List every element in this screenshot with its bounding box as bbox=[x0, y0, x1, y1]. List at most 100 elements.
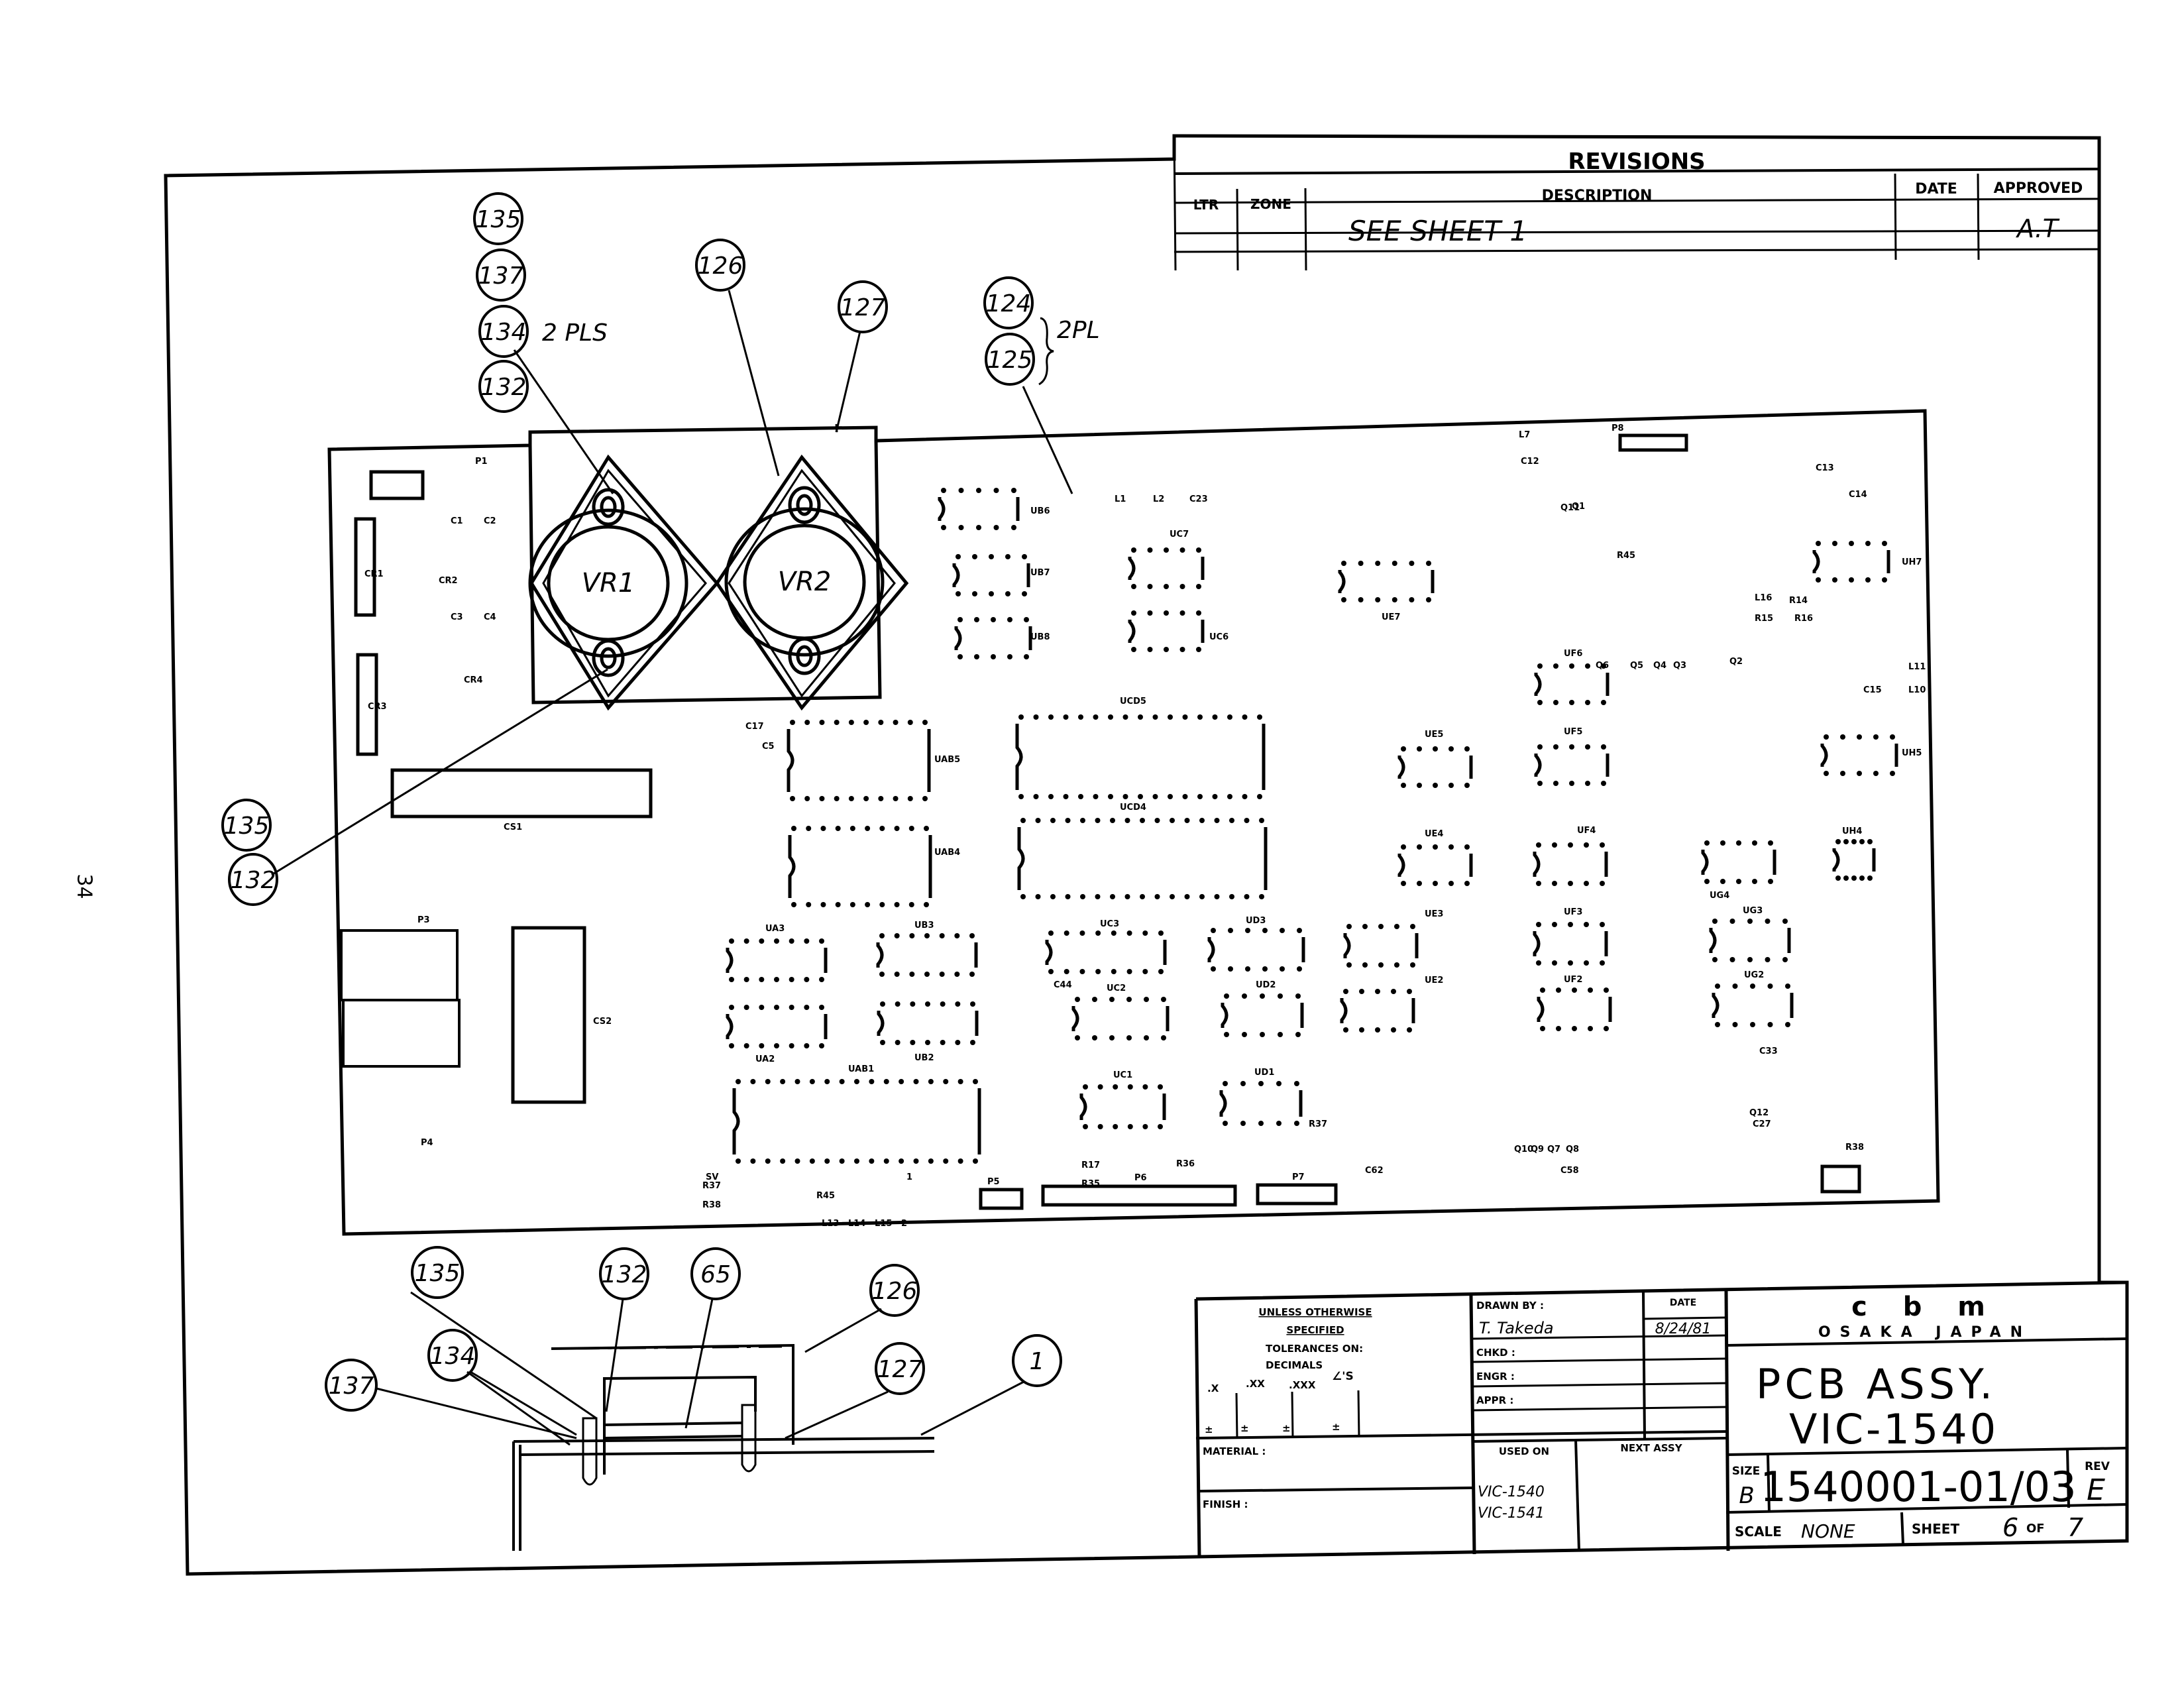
ic-pin bbox=[849, 826, 855, 831]
section-callout-1: 1 bbox=[1030, 1348, 1045, 1375]
label-vr2: VR2 bbox=[778, 567, 832, 597]
ic-pin bbox=[1715, 1022, 1720, 1027]
ic-label: UF4 bbox=[1577, 826, 1596, 836]
callout-132: 132 bbox=[481, 374, 527, 401]
ic-pin bbox=[1108, 714, 1113, 720]
ic-pin bbox=[819, 796, 825, 801]
ic-pin bbox=[1063, 714, 1069, 720]
ic-pin bbox=[1033, 794, 1039, 799]
ic-notch-side bbox=[1820, 744, 1828, 767]
ic-pin bbox=[922, 796, 928, 801]
ic-pin bbox=[973, 1079, 978, 1084]
sheet-total: 7 bbox=[2067, 1513, 2083, 1542]
ic-pin bbox=[1867, 839, 1873, 844]
component-label-c13: C13 bbox=[1816, 463, 1834, 473]
ic-pin bbox=[1537, 781, 1543, 786]
ic-pin bbox=[1111, 969, 1117, 974]
ic-pin bbox=[1048, 930, 1054, 936]
ic-pin bbox=[1720, 879, 1725, 884]
ic-pin bbox=[1170, 894, 1175, 899]
ic-pin bbox=[941, 525, 946, 530]
ic-pin bbox=[759, 938, 765, 944]
ic-pin bbox=[1378, 962, 1384, 968]
ic-pin bbox=[1569, 700, 1574, 705]
ic-pin bbox=[993, 488, 999, 493]
ic-pin bbox=[1410, 962, 1415, 968]
ic-pin bbox=[1196, 610, 1201, 616]
ic-pin bbox=[1170, 818, 1175, 823]
ic-pin bbox=[835, 902, 841, 907]
ic-pin bbox=[819, 720, 825, 725]
ic-pin bbox=[1600, 842, 1605, 848]
ic-pin bbox=[924, 902, 929, 907]
ic-pin bbox=[791, 902, 796, 907]
ic-pin bbox=[759, 1043, 765, 1048]
ic-pin bbox=[1147, 547, 1153, 553]
ic-pin bbox=[1092, 1035, 1097, 1040]
ic-ug4: UG4 bbox=[1701, 840, 1776, 901]
component-label-r16: R16 bbox=[1794, 614, 1813, 624]
ic-pin bbox=[834, 720, 840, 725]
ic-pin bbox=[1464, 844, 1470, 850]
ic-pin bbox=[1341, 597, 1346, 602]
ic-pin bbox=[819, 977, 824, 982]
ic-pin bbox=[790, 796, 795, 801]
ic-notch-side bbox=[1219, 1090, 1227, 1117]
ic-pin bbox=[1242, 714, 1248, 720]
ic-pin bbox=[1378, 924, 1384, 929]
ic-pin bbox=[1433, 844, 1438, 850]
ic-pin bbox=[1704, 879, 1710, 884]
ic-pin bbox=[1048, 794, 1054, 799]
ic-pin bbox=[765, 1158, 771, 1164]
component-label-c33: C33 bbox=[1759, 1046, 1778, 1056]
ic-pin bbox=[1568, 922, 1573, 927]
ic-notch-side bbox=[952, 563, 960, 587]
ic-pin bbox=[1179, 547, 1185, 553]
ic-pin bbox=[1824, 771, 1829, 776]
ic-pin bbox=[1229, 894, 1234, 899]
ic-pin bbox=[1007, 617, 1012, 622]
ic-label: UAB4 bbox=[934, 848, 960, 858]
ic-pin bbox=[1127, 1084, 1133, 1090]
ic-pin bbox=[955, 1001, 961, 1007]
drawing-number: 1540001-01/03 bbox=[1760, 1463, 2076, 1511]
ic-pin bbox=[1158, 1084, 1163, 1090]
ic-pin bbox=[1346, 962, 1352, 968]
ic-label: UCD4 bbox=[1120, 803, 1146, 813]
ic-pin bbox=[1224, 1032, 1229, 1037]
ic-pin bbox=[743, 1005, 749, 1010]
size-label: SIZE bbox=[1732, 1465, 1761, 1478]
ic-notch-side bbox=[1533, 931, 1541, 956]
ic-ucd5: UCD5 bbox=[1015, 697, 1266, 799]
ic-pin bbox=[1785, 1022, 1790, 1027]
ic-pin bbox=[958, 525, 964, 530]
ic-pin bbox=[1873, 734, 1879, 740]
ic-pin bbox=[958, 488, 964, 493]
ic-pin bbox=[1401, 881, 1406, 886]
component-label-l16: L16 bbox=[1755, 593, 1772, 603]
ic-label: UC7 bbox=[1170, 530, 1189, 539]
ic-pin bbox=[943, 1079, 949, 1084]
ic-label: UE5 bbox=[1425, 730, 1443, 740]
ic-pin bbox=[970, 1040, 975, 1045]
ic-pin bbox=[729, 1043, 734, 1048]
callout-135-lower: 135 bbox=[224, 813, 270, 840]
ic-pin bbox=[989, 554, 994, 559]
ic-pin bbox=[824, 1079, 830, 1084]
ic-pin bbox=[1122, 714, 1128, 720]
ic-pin bbox=[1433, 881, 1438, 886]
ic-pin bbox=[1552, 842, 1557, 848]
ic-pin bbox=[1110, 818, 1115, 823]
ic-pin bbox=[1227, 714, 1232, 720]
ic-pin bbox=[1113, 1124, 1119, 1129]
ic-pin bbox=[804, 938, 810, 944]
ic-pin bbox=[922, 720, 928, 725]
regulator-vr1 bbox=[528, 454, 720, 711]
ic-pin bbox=[1849, 541, 1854, 546]
ic-pin bbox=[1448, 783, 1454, 788]
ic-pin bbox=[1572, 987, 1577, 993]
ic-pin bbox=[1223, 1121, 1228, 1126]
component-label-r17: R17 bbox=[1081, 1160, 1100, 1170]
ic-label: UF2 bbox=[1564, 975, 1582, 985]
